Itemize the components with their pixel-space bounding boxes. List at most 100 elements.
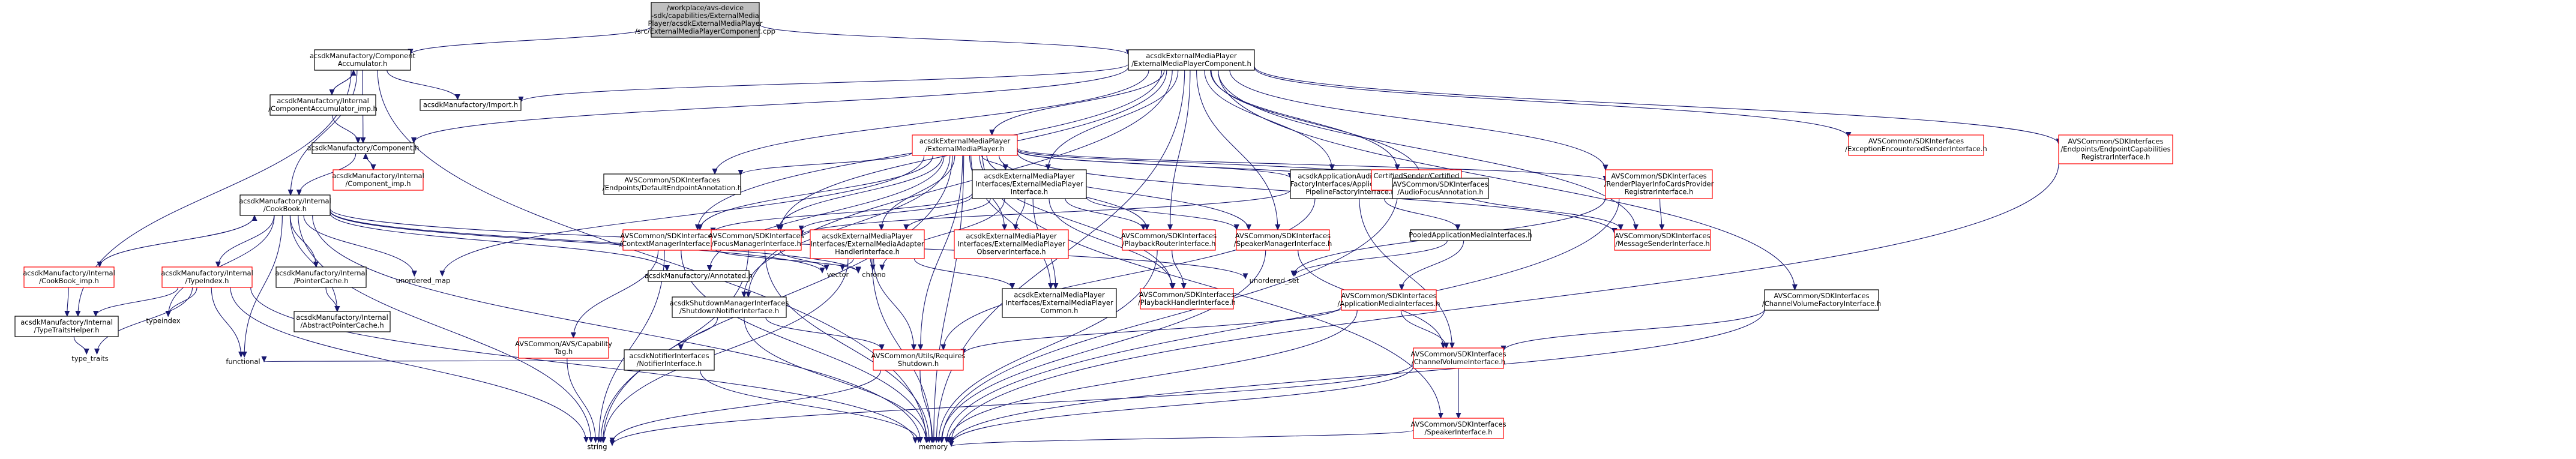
edge-channelVolumeFactory-to-channelVolume [1503, 309, 1765, 351]
node-shutdownNotifier[interactable]: acsdkShutdownManagerInterfaces/ShutdownN… [670, 296, 789, 318]
node-string: string [587, 443, 607, 451]
node-label-line: acsdkManufactory/Component [310, 52, 415, 60]
node-label-line: AVSCommon/SDKInterfaces [1410, 420, 1506, 428]
node-box [1605, 169, 1713, 199]
node-empCommon[interactable]: acsdkExternalMediaPlayerInterfaces/Exter… [1002, 288, 1117, 318]
node-empH[interactable]: acsdkExternalMediaPlayer/ExternalMediaPl… [912, 134, 1018, 156]
edge-cookbook-to-typeindexStd [168, 215, 275, 316]
edge-cookbook-to-annotated [330, 212, 667, 271]
node-channelVolumeFactory[interactable]: AVSCommon/SDKInterfaces/ChannelVolumeFac… [1762, 289, 1881, 311]
edge-channelVolumeFactory-to-memory [951, 309, 1765, 444]
node-endpointCaps[interactable]: AVSCommon/SDKInterfaces/Endpoints/Endpoi… [2058, 134, 2173, 164]
node-empComponent[interactable]: acsdkExternalMediaPlayer/ExternalMediaPl… [1128, 49, 1255, 71]
node-label-line: HandlerInterface.h [835, 248, 900, 256]
edge-empH-to-renderPlayerInfo [1017, 148, 1605, 181]
edge-cookbook-to-abstractPointerCache [289, 215, 337, 311]
node-messageSender[interactable]: AVSCommon/SDKInterfaces/MessageSenderInt… [1614, 229, 1711, 251]
node-annotated[interactable]: acsdkManufactory/Annotated.h [645, 270, 753, 282]
node-memory: memory [919, 443, 948, 451]
node-label-line: -sdk/capabilities/ExternalMedia [651, 11, 759, 20]
node-label-line: acsdkExternalMediaPlayer [919, 137, 1011, 145]
node-box [1122, 229, 1216, 251]
node-box [1002, 288, 1117, 318]
node-componentImp[interactable]: acsdkManufactory/Internal/Component_imp.… [332, 169, 424, 191]
node-box [912, 134, 1018, 156]
node-box [314, 49, 411, 71]
node-label-line: AVSCommon/SDKInterfaces [1392, 180, 1488, 188]
node-box [648, 270, 750, 282]
node-label-line: acsdkManufactory/Internal [161, 269, 253, 277]
edge-empComponent-to-renderPlayerInfo [1229, 70, 1605, 170]
edge-cookbookImp-to-typeTraitsHelper [67, 287, 68, 316]
node-compAccImp[interactable]: acsdkManufactory/Internal/ComponentAccum… [268, 94, 378, 116]
edge-renderPlayerInfo-to-messageSender [1660, 198, 1662, 230]
node-box [420, 99, 522, 111]
edge-appMediaInterfaces-to-channelVolume [1400, 310, 1446, 348]
node-speakerManager[interactable]: AVSCommon/SDKInterfaces/SpeakerManagerIn… [1234, 229, 1332, 251]
node-label-line: AVSCommon/SDKInterfaces [1868, 137, 1964, 145]
node-focusManager[interactable]: AVSCommon/SDKInterfaces/FocusManagerInte… [708, 229, 804, 251]
node-playbackHandler[interactable]: AVSCommon/SDKInterfaces/PlaybackHandlerI… [1138, 288, 1236, 310]
node-component[interactable]: acsdkManufactory/Component.h [307, 142, 420, 154]
node-box [1236, 229, 1330, 251]
node-label-line: /ShutdownNotifierInterface.h [679, 307, 779, 315]
node-label-line: functional [226, 358, 260, 366]
edge-empH-to-defaultEndpoint [741, 152, 913, 175]
node-notifierInterface[interactable]: acsdkNotifierInterfaces/NotifierInterfac… [624, 349, 715, 371]
node-contextManager[interactable]: AVSCommon/SDKInterfaces/ContextManagerIn… [619, 229, 717, 251]
edge-pointerCache-to-abstractPointerCache [325, 287, 337, 311]
node-abstractPointerCache[interactable]: acsdkManufactory/Internal/AbstractPointe… [293, 311, 391, 332]
node-label-line: /ContextManagerInterface.h [619, 239, 717, 248]
node-pooledMedia[interactable]: PooledApplicationMediaInterfaces.h [1409, 229, 1532, 241]
edge-typeindex-to-functional [211, 287, 241, 357]
node-label-line: AVSCommon/SDKInterfaces [2068, 137, 2163, 146]
node-box [1614, 229, 1711, 251]
node-empInterface[interactable]: acsdkExternalMediaPlayerInterfaces/Exter… [972, 169, 1087, 199]
node-channelVolume[interactable]: AVSCommon/SDKInterfaces/ChannelVolumeInt… [1410, 347, 1506, 369]
node-import[interactable]: acsdkManufactory/Import.h [420, 99, 522, 111]
node-observerInterface[interactable]: acsdkExternalMediaPlayerInterfaces/Exter… [954, 229, 1069, 259]
node-label-line: acsdkExternalMediaPlayer [822, 232, 913, 241]
node-functional: functional [226, 358, 260, 366]
node-label-line: acsdkExternalMediaPlayer [1146, 52, 1237, 60]
edge-shutdownNotifier-to-requiresShutdown [765, 317, 882, 350]
edge-empInterface-to-playbackRouter [1065, 198, 1143, 230]
node-label-line: acsdkManufactory/Internal [23, 269, 115, 277]
node-pointerCache[interactable]: acsdkManufactory/Internal/PointerCache.h [275, 266, 367, 288]
node-exceptionSender[interactable]: AVSCommon/SDKInterfaces/ExceptionEncount… [1845, 134, 1987, 156]
node-unorderedSet: unordered_set [1250, 277, 1299, 285]
node-typeTraitsHelper[interactable]: acsdkManufactory/Internal/TypeTraitsHelp… [14, 316, 119, 337]
node-typeindex[interactable]: acsdkManufactory/Internal/TypeIndex.h [161, 266, 253, 288]
node-label-line: PooledApplicationMediaInterfaces.h [1409, 231, 1532, 239]
edge-typeindex-to-typeTraits [97, 287, 193, 354]
node-label-line: unordered_map [396, 277, 451, 285]
node-box [651, 2, 760, 38]
edge-certifiedSender-to-memory [942, 190, 1398, 442]
node-playbackRouter[interactable]: AVSCommon/SDKInterfaces/PlaybackRouterIn… [1121, 229, 1217, 251]
node-adapterHandler[interactable]: acsdkExternalMediaPlayerInterfaces/Exter… [810, 229, 925, 259]
node-renderPlayerInfo[interactable]: AVSCommon/SDKInterfaces/RenderPlayerInfo… [1604, 169, 1714, 199]
node-appMediaInterfaces[interactable]: AVSCommon/SDKInterfaces/ApplicationMedia… [1337, 289, 1440, 311]
edge-contextManager-to-string [599, 250, 665, 442]
node-compAccumulator[interactable]: acsdkManufactory/ComponentAccumulator.h [310, 49, 415, 71]
node-label-line: AVSCommon/SDKInterfaces [1139, 290, 1235, 299]
node-speakerInterface[interactable]: AVSCommon/SDKInterfaces/SpeakerInterface… [1410, 418, 1506, 439]
node-label-line: acsdkManufactory/Internal [20, 318, 113, 326]
node-box [711, 229, 802, 251]
node-defaultEndpoint[interactable]: AVSCommon/SDKInterfaces/Endpoints/Defaul… [603, 173, 742, 195]
edge-compAccumulator-to-import [387, 70, 458, 100]
node-label-line: AVSCommon/AVS/Capability [515, 340, 612, 348]
edge-pooledMedia-to-unorderedSet [1295, 240, 1448, 276]
node-cookbook[interactable]: acsdkManufactory/Internal/CookBook.h [239, 194, 331, 216]
node-cookbookImp[interactable]: acsdkManufactory/Internal/CookBook_imp.h [23, 266, 115, 288]
edge-compAccumulator-to-cookbook [290, 70, 358, 195]
node-label-line: acsdkManufactory/Import.h [423, 101, 518, 109]
node-audioFocusAnnotation[interactable]: AVSCommon/SDKInterfaces/AudioFocusAnnota… [1392, 178, 1489, 199]
node-label-line: acsdkManufactory/Component.h [307, 144, 420, 152]
include-edges [67, 23, 2059, 446]
node-label-line: RegistrarInterface.h [1625, 188, 1693, 196]
edge-empComponent-to-import [521, 64, 1129, 102]
node-box [954, 229, 1069, 259]
